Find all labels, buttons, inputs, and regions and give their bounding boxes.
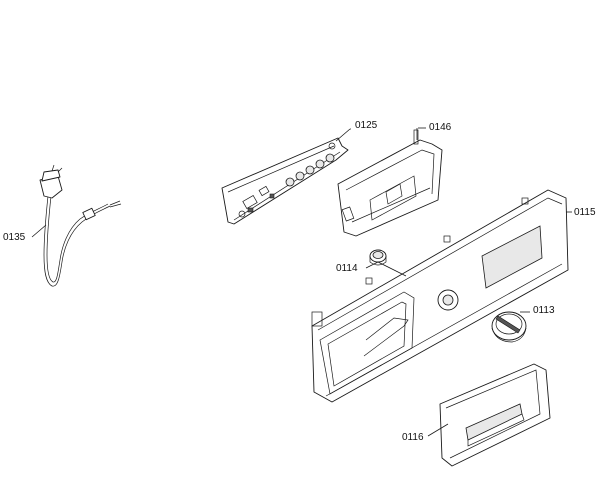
electronic-module-drawing — [221, 137, 349, 225]
leader-0135 — [31, 224, 47, 238]
part-label-0146: 0146 — [429, 122, 452, 133]
button-knob-small-drawing — [369, 249, 387, 266]
leader-0125 — [335, 128, 351, 142]
leader-0116 — [427, 423, 449, 437]
part-label-0115: 0115 — [574, 207, 596, 218]
power-cord-drawing — [39, 164, 122, 287]
part-label-0125: 0125 — [355, 120, 378, 131]
part-label-0135: 0135 — [3, 232, 26, 243]
selector-knob-drawing — [491, 311, 527, 343]
dispenser-front-drawing — [439, 363, 551, 467]
control-frame-drawing — [337, 129, 443, 237]
control-panel-drawing — [311, 189, 569, 403]
part-label-0113: 0113 — [533, 305, 555, 316]
leader-0114 — [365, 261, 407, 277]
part-label-0116: 0116 — [402, 432, 424, 443]
part-label-0114: 0114 — [336, 263, 358, 274]
